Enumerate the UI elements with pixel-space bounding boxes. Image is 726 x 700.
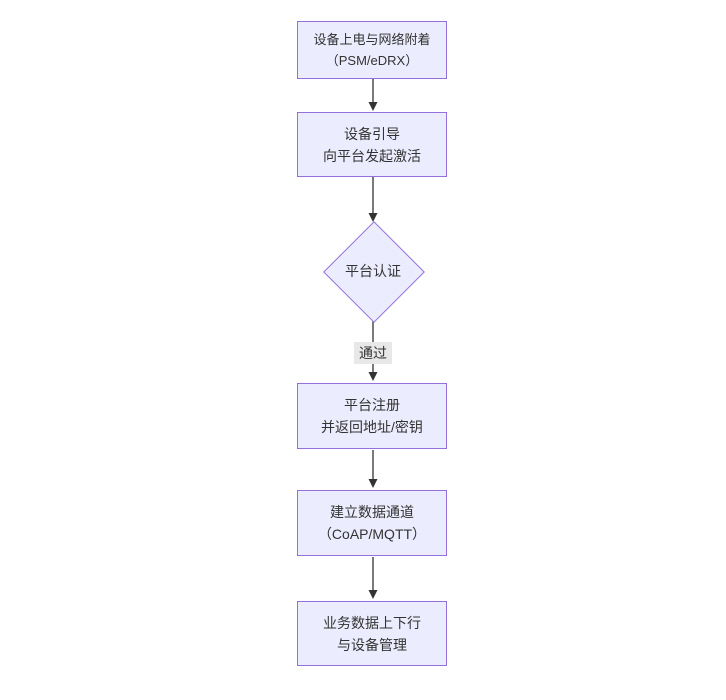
node-bootstrap-line2: 向平台发起激活 [323,147,421,164]
node-platform-auth: 平台认证 [345,263,401,279]
node-power-attach-line1: 设备上电与网络附着 [313,32,431,47]
node-data-channel-line2: （CoAP/MQTT） [317,526,427,542]
node-power-attach-line2: （PSM/eDRX） [325,53,419,68]
arrow-channel-to-business [368,557,378,599]
arrow-power-to-bootstrap [368,79,378,111]
node-data-channel: 建立数据通道 （CoAP/MQTT） [297,490,447,556]
arrow-bootstrap-to-auth [368,177,378,222]
node-business-mgmt-line2: 与设备管理 [337,636,407,653]
node-bootstrap: 设备引导 向平台发起激活 [297,112,447,177]
node-business-mgmt-line1: 业务数据上下行 [323,614,421,631]
node-platform-register: 平台注册 并返回地址/密钥 [297,383,447,449]
node-platform-register-line2: 并返回地址/密钥 [321,419,423,435]
edge-label-pass: 通过 [354,342,392,364]
node-platform-register-line1: 平台注册 [344,397,400,413]
node-power-attach: 设备上电与网络附着 （PSM/eDRX） [297,21,447,79]
node-bootstrap-line1: 设备引导 [344,125,400,142]
arrow-register-to-channel [368,450,378,488]
node-data-channel-line1: 建立数据通道 [330,504,414,520]
node-business-mgmt: 业务数据上下行 与设备管理 [297,601,447,666]
